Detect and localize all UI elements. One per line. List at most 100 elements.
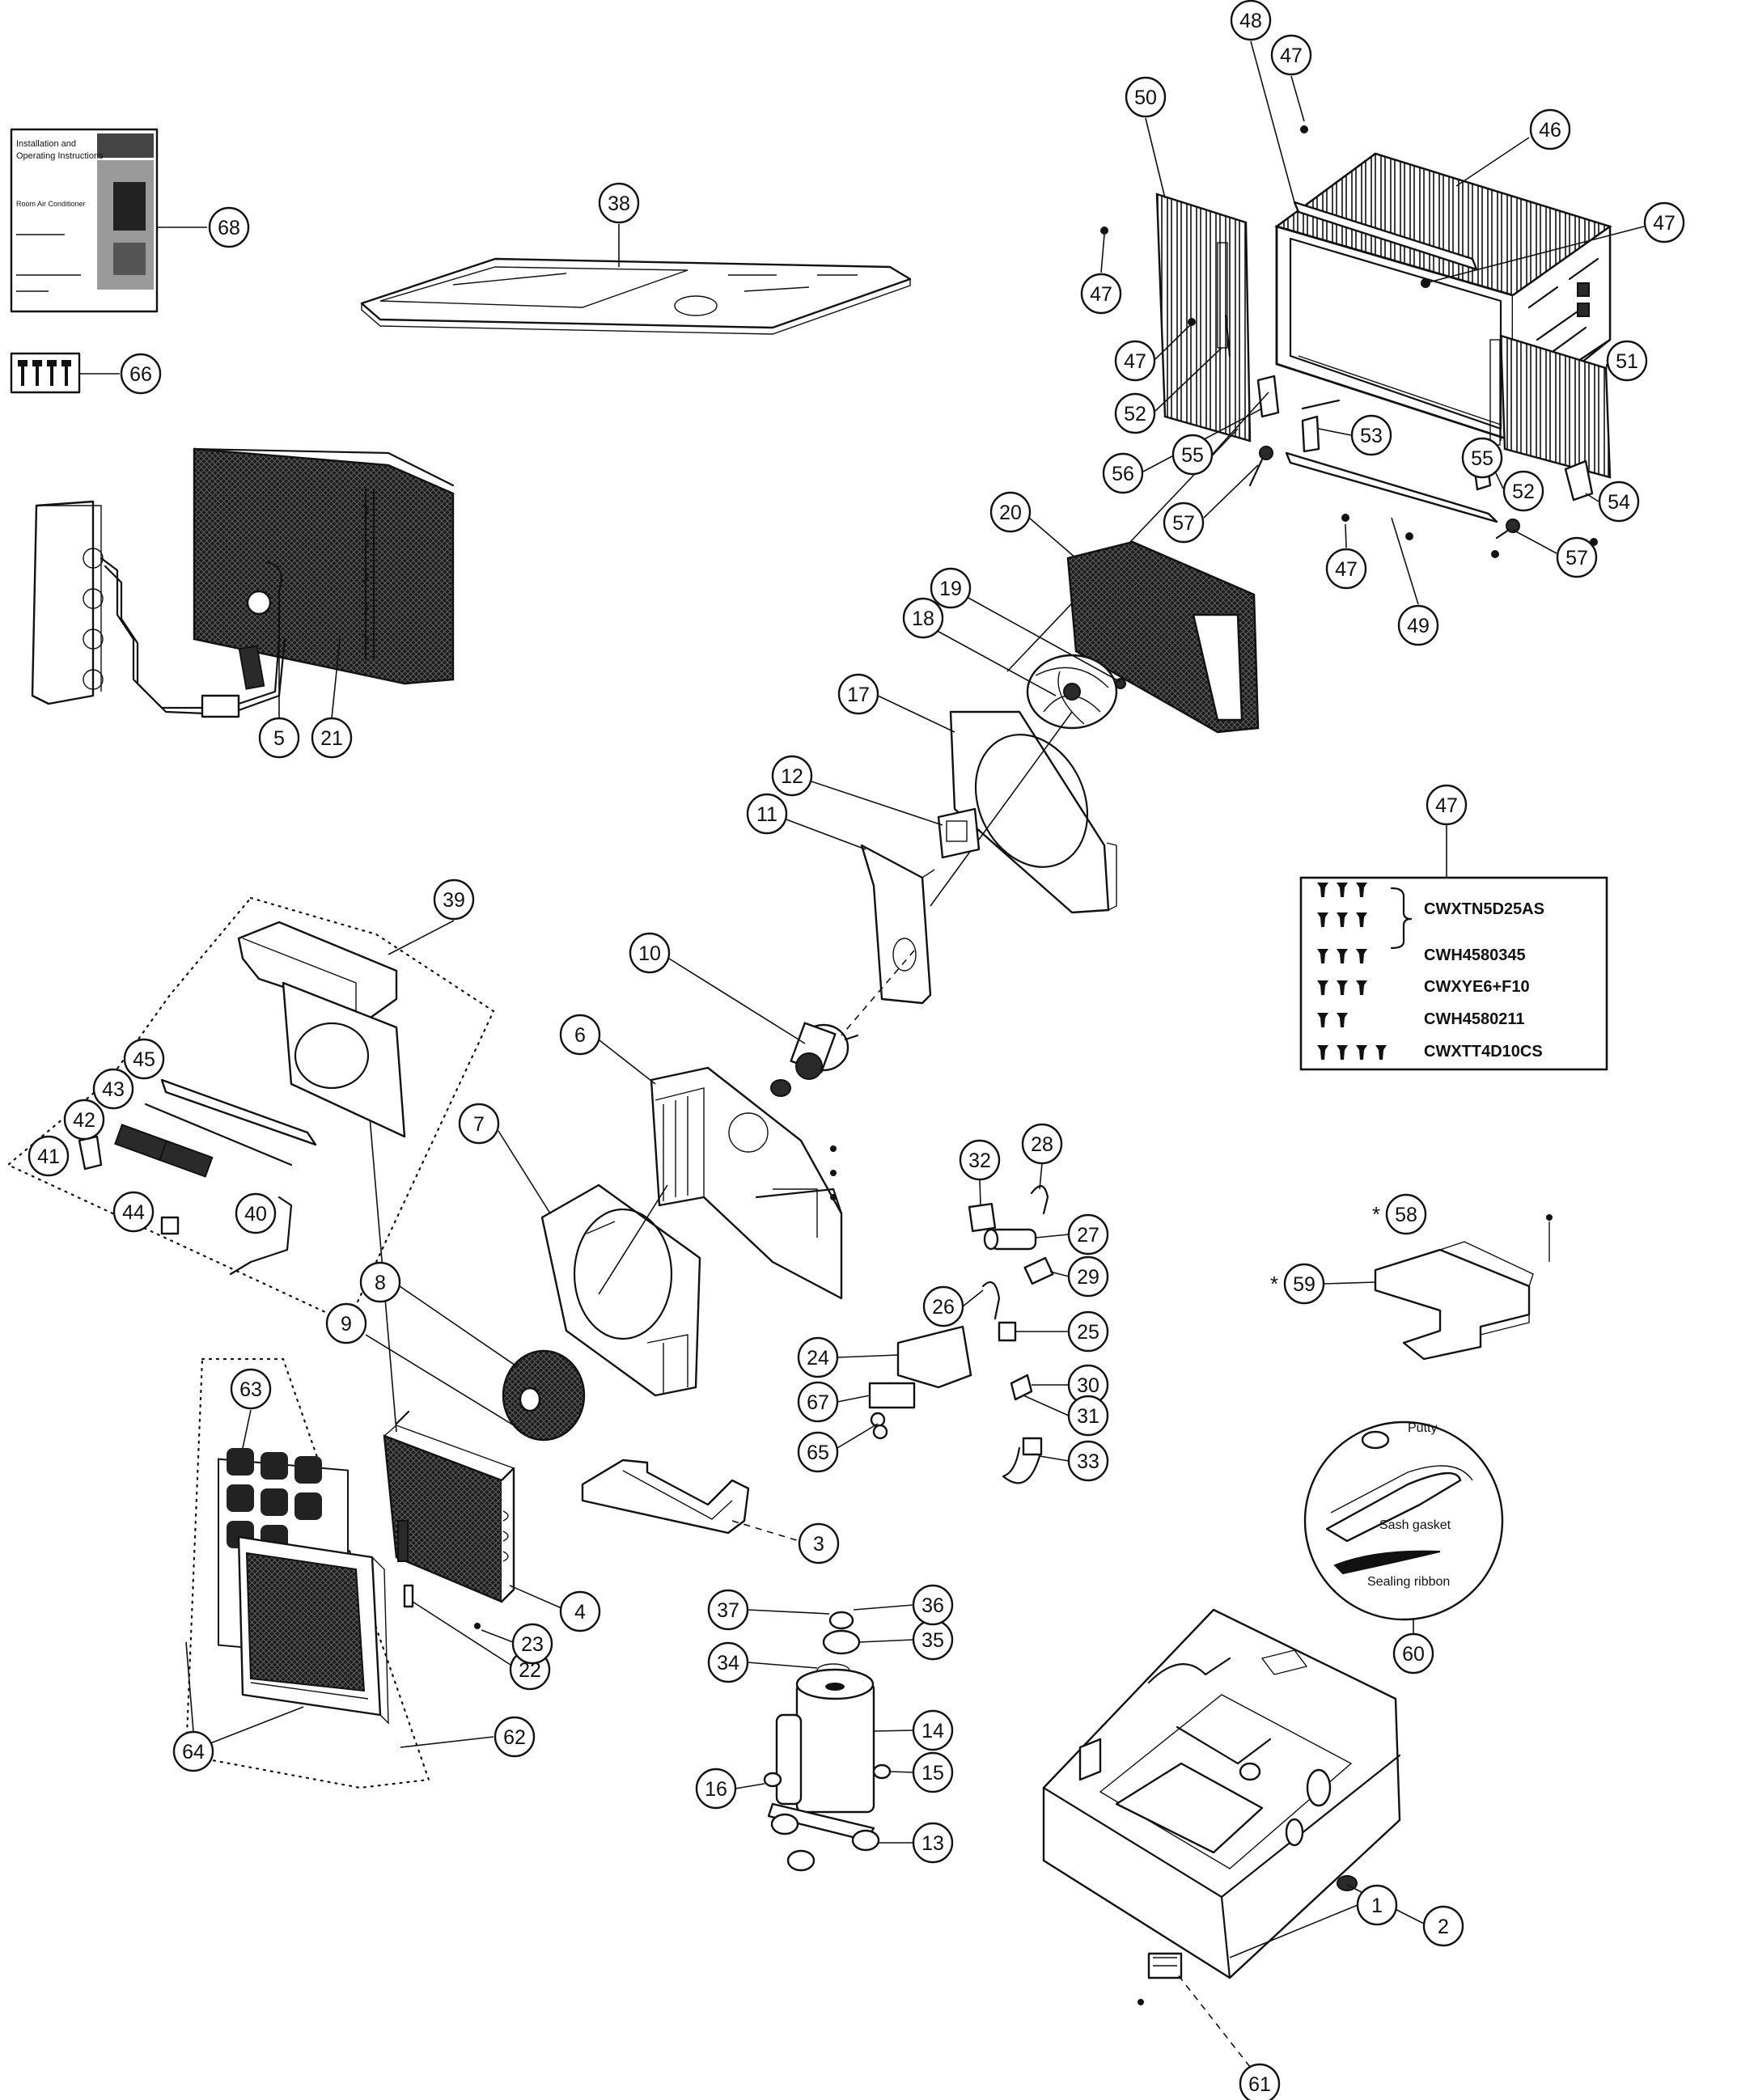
screw-icon bbox=[1337, 1045, 1348, 1060]
callout-37: 37 bbox=[707, 1589, 749, 1631]
callout-28: 28 bbox=[1021, 1123, 1063, 1165]
callout-8: 8 bbox=[359, 1261, 401, 1303]
callout-24: 24 bbox=[797, 1336, 839, 1378]
callout-number: 47 bbox=[1090, 283, 1112, 306]
callout-63: 63 bbox=[230, 1368, 272, 1410]
callout-number: 27 bbox=[1077, 1224, 1099, 1247]
installation-kit: Putty Sash gasket Sealing ribbon bbox=[1303, 1420, 1504, 1621]
callout-40: 40 bbox=[235, 1192, 277, 1234]
callout-number: 61 bbox=[1248, 2073, 1271, 2096]
star-marker-59: * bbox=[1270, 1272, 1278, 1296]
screw-icon bbox=[1337, 949, 1348, 963]
callout-number: 7 bbox=[473, 1113, 485, 1136]
screw-icon bbox=[1356, 980, 1367, 995]
callout-17: 17 bbox=[837, 673, 879, 715]
callout-43: 43 bbox=[92, 1068, 134, 1110]
callout-number: 50 bbox=[1134, 87, 1157, 109]
rear-coil bbox=[1066, 540, 1260, 734]
callout-31: 31 bbox=[1067, 1395, 1109, 1437]
callout-48: 48 bbox=[1230, 0, 1272, 41]
callout-26: 26 bbox=[922, 1285, 964, 1327]
callout-number: 40 bbox=[244, 1203, 267, 1226]
screw-set bbox=[10, 352, 81, 394]
screw-icon bbox=[1317, 980, 1328, 995]
callout-45: 45 bbox=[123, 1038, 165, 1080]
bracket-plate bbox=[937, 807, 981, 859]
screw-icon bbox=[1337, 912, 1348, 927]
callout-47: 47 bbox=[1426, 784, 1468, 826]
callout-number: 67 bbox=[807, 1391, 829, 1414]
callout-68: 68 bbox=[208, 206, 250, 248]
electrical-parts bbox=[868, 1185, 1054, 1484]
motor-bracket bbox=[860, 844, 935, 1005]
callout-number: 52 bbox=[1124, 403, 1146, 426]
manual-subtitle: Room Air Conditioner bbox=[16, 200, 86, 208]
callout-49: 49 bbox=[1397, 604, 1439, 646]
callout-52: 52 bbox=[1114, 392, 1156, 434]
callout-number: 65 bbox=[807, 1442, 829, 1464]
callout-number: 32 bbox=[968, 1149, 991, 1172]
callout-42: 42 bbox=[63, 1099, 105, 1141]
callout-35: 35 bbox=[912, 1619, 954, 1661]
callout-53: 53 bbox=[1350, 414, 1392, 456]
callout-59: 59 bbox=[1283, 1263, 1325, 1305]
putty-label: Putty bbox=[1408, 1421, 1437, 1435]
callout-number: 19 bbox=[939, 578, 962, 600]
callout-number: 47 bbox=[1280, 44, 1303, 67]
callout-41: 41 bbox=[28, 1135, 70, 1177]
callout-number: 4 bbox=[574, 1601, 586, 1624]
callout-number: 55 bbox=[1181, 444, 1204, 467]
callout-number: 1 bbox=[1371, 1895, 1383, 1917]
callout-12: 12 bbox=[771, 755, 813, 797]
callout-33: 33 bbox=[1067, 1440, 1109, 1482]
control-box-group bbox=[6, 896, 495, 1324]
partition-plate bbox=[650, 1066, 843, 1300]
callout-number: 46 bbox=[1539, 119, 1561, 142]
callout-2: 2 bbox=[1422, 1905, 1464, 1947]
coil-clip bbox=[403, 1584, 481, 1629]
screw-icon bbox=[1356, 883, 1367, 897]
callout-46: 46 bbox=[1529, 108, 1571, 150]
screw-icon bbox=[1356, 1045, 1367, 1060]
callout-number: 47 bbox=[1124, 350, 1146, 373]
callout-58: 58 bbox=[1385, 1193, 1427, 1235]
callout-9: 9 bbox=[325, 1302, 367, 1344]
callout-44: 44 bbox=[112, 1191, 155, 1233]
callout-number: 41 bbox=[37, 1145, 60, 1168]
callout-32: 32 bbox=[959, 1139, 1001, 1181]
manual-title-line2: Operating Instructions bbox=[16, 151, 104, 161]
callout-number: 36 bbox=[921, 1594, 944, 1617]
operating-instructions-manual: Installation and Operating Instructions … bbox=[10, 128, 159, 313]
callout-number: 17 bbox=[847, 684, 870, 706]
callout-number: 47 bbox=[1335, 558, 1358, 581]
callout-layer: 1234567891011121314151617181920212223242… bbox=[28, 0, 1685, 2100]
callout-38: 38 bbox=[598, 182, 640, 224]
callout-64: 64 bbox=[172, 1730, 214, 1772]
callout-number: 62 bbox=[503, 1726, 526, 1749]
callout-52: 52 bbox=[1502, 470, 1544, 512]
callout-number: 10 bbox=[638, 942, 661, 965]
callout-51: 51 bbox=[1606, 340, 1648, 382]
screw-part-code: CWXTN5D25AS bbox=[1424, 900, 1544, 918]
callout-23: 23 bbox=[511, 1623, 553, 1665]
callout-number: 58 bbox=[1395, 1204, 1417, 1226]
callout-7: 7 bbox=[458, 1103, 500, 1145]
callout-number: 5 bbox=[273, 727, 285, 750]
callout-number: 15 bbox=[921, 1762, 944, 1785]
callout-number: 26 bbox=[932, 1296, 955, 1319]
cabinet-leaders bbox=[1100, 40, 1645, 605]
callout-66: 66 bbox=[120, 353, 162, 395]
screw-icon bbox=[1317, 883, 1328, 897]
callout-number: 57 bbox=[1172, 512, 1195, 535]
screws-table: CWXTN5D25ASCWH4580345CWXYE6+F10CWH458021… bbox=[1299, 876, 1608, 1071]
callout-number: 45 bbox=[133, 1048, 155, 1071]
callout-number: 39 bbox=[443, 889, 465, 912]
callout-number: 8 bbox=[375, 1272, 386, 1294]
callout-number: 59 bbox=[1293, 1273, 1315, 1296]
screw-icon bbox=[1337, 883, 1348, 897]
fan-casing bbox=[540, 1183, 701, 1397]
blower-wheel bbox=[502, 1349, 586, 1442]
condenser-coil-assembly bbox=[31, 447, 455, 718]
compressor bbox=[763, 1611, 892, 1872]
